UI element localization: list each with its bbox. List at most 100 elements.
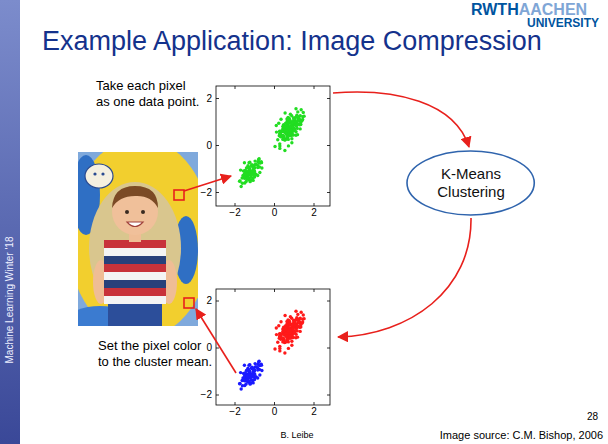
data-point bbox=[301, 118, 304, 121]
data-point bbox=[285, 117, 288, 120]
data-point bbox=[258, 364, 261, 367]
data-point bbox=[248, 382, 251, 385]
data-point bbox=[302, 317, 305, 320]
data-point bbox=[297, 122, 300, 125]
data-point bbox=[278, 132, 281, 135]
data-point bbox=[287, 347, 290, 350]
plot-frame bbox=[216, 86, 330, 206]
data-point bbox=[245, 368, 248, 371]
data-point bbox=[292, 332, 295, 335]
data-point bbox=[257, 359, 260, 362]
data-point bbox=[281, 336, 284, 339]
data-point bbox=[296, 329, 299, 332]
data-point bbox=[253, 170, 256, 173]
data-point bbox=[294, 107, 297, 110]
data-point bbox=[239, 387, 242, 390]
tick-label: 2 bbox=[206, 295, 212, 307]
data-point bbox=[294, 318, 297, 321]
data-point bbox=[299, 108, 302, 111]
boy-shorts bbox=[108, 304, 162, 326]
data-point bbox=[288, 120, 291, 123]
data-point bbox=[241, 182, 244, 185]
data-point bbox=[245, 379, 248, 382]
data-point bbox=[258, 373, 261, 376]
tick-label: 2 bbox=[206, 93, 212, 105]
data-point bbox=[253, 373, 256, 376]
data-point bbox=[287, 340, 290, 343]
data-point bbox=[239, 371, 242, 374]
data-point bbox=[278, 345, 281, 348]
data-point bbox=[283, 327, 286, 330]
data-point bbox=[278, 142, 281, 145]
data-point bbox=[281, 134, 284, 137]
data-point bbox=[275, 333, 278, 336]
cartoon-eye bbox=[101, 172, 104, 175]
data-point bbox=[279, 118, 282, 121]
data-point bbox=[292, 331, 295, 334]
tick-label: 0 bbox=[272, 207, 278, 219]
plot-frame bbox=[216, 289, 330, 405]
tick-label: 2 bbox=[311, 406, 317, 418]
cartoon-face bbox=[85, 164, 113, 188]
data-point bbox=[258, 161, 261, 164]
data-point bbox=[254, 162, 257, 165]
tick-label: 0 bbox=[206, 342, 212, 354]
data-point bbox=[283, 351, 286, 354]
striped-shirt bbox=[104, 240, 166, 304]
data-point bbox=[249, 378, 252, 381]
data-point bbox=[259, 364, 262, 367]
data-point bbox=[249, 176, 252, 179]
data-point bbox=[289, 113, 292, 116]
data-point bbox=[290, 339, 293, 342]
data-point bbox=[259, 161, 262, 164]
data-point bbox=[290, 137, 293, 140]
plot-ticks bbox=[216, 86, 330, 206]
data-point bbox=[247, 364, 250, 367]
boy-hair bbox=[112, 186, 158, 208]
plot-ticks bbox=[216, 289, 330, 405]
image-credit: Image source: C.M. Bishop, 2006 bbox=[440, 429, 603, 442]
data-point bbox=[299, 311, 302, 314]
data-point bbox=[301, 320, 304, 323]
slide-title: Example Application: Image Compression bbox=[42, 25, 542, 57]
data-point bbox=[302, 313, 305, 316]
data-point bbox=[285, 320, 288, 323]
data-point bbox=[251, 179, 254, 182]
data-point bbox=[298, 330, 301, 333]
annotation-text: Set the pixel color to the cluster mean. bbox=[98, 338, 214, 369]
tick-label: 0 bbox=[206, 140, 212, 152]
data-point bbox=[283, 314, 286, 317]
data-point bbox=[283, 111, 286, 114]
photo bbox=[78, 152, 198, 326]
tick-label: −2 bbox=[201, 187, 212, 199]
boy-smile bbox=[127, 222, 143, 227]
data-point bbox=[256, 174, 259, 177]
page-number: 28 bbox=[587, 411, 598, 423]
data-point bbox=[283, 125, 286, 128]
data-point bbox=[279, 320, 282, 323]
data-point bbox=[253, 159, 256, 162]
data-point bbox=[238, 382, 241, 385]
side-bar bbox=[0, 0, 20, 444]
tick-label: −2 bbox=[229, 207, 240, 219]
flow-arrow bbox=[333, 92, 469, 147]
boy-eye bbox=[141, 210, 145, 214]
data-point bbox=[298, 127, 301, 130]
scatter-points bbox=[238, 310, 306, 391]
data-point bbox=[245, 166, 248, 169]
sidebar-text: Machine Learning Winter '18 bbox=[4, 237, 16, 364]
annotation-text: Take each pixel as one data point. bbox=[96, 78, 202, 109]
data-point bbox=[253, 362, 256, 365]
tick-label: 0 bbox=[272, 406, 278, 418]
data-point bbox=[276, 341, 279, 344]
data-point bbox=[292, 129, 295, 132]
data-point bbox=[287, 144, 290, 147]
data-point bbox=[297, 325, 300, 328]
data-point bbox=[248, 180, 251, 183]
data-point bbox=[260, 369, 263, 372]
boy-eye bbox=[125, 210, 129, 214]
data-point bbox=[289, 315, 292, 318]
data-point bbox=[246, 374, 249, 377]
process-ellipse: K-Means Clustering bbox=[406, 150, 535, 216]
